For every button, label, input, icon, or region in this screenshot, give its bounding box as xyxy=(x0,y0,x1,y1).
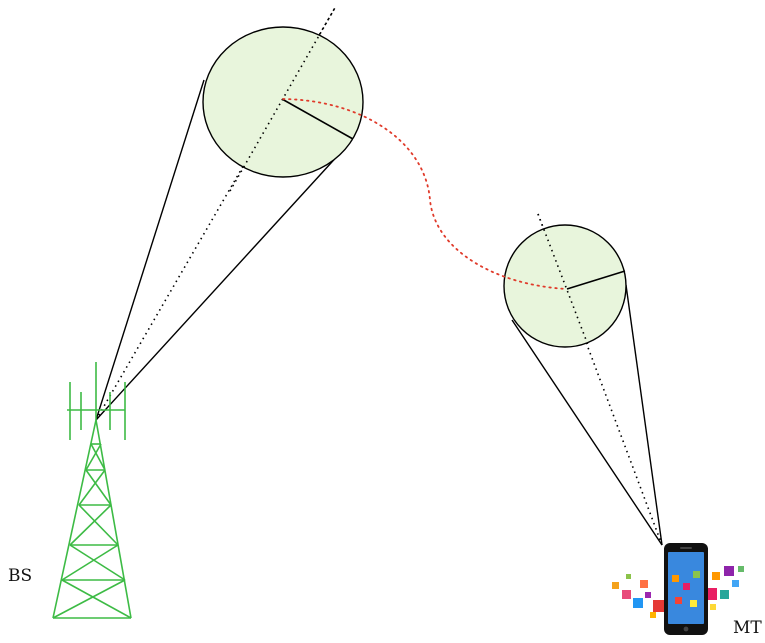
smartphone-icon xyxy=(612,543,744,635)
mt-beam-edge-right xyxy=(625,284,663,546)
bs-beam-disk xyxy=(202,26,364,178)
mt-axis-over-disk xyxy=(537,213,589,346)
mt-beam-disk xyxy=(503,224,627,348)
bs-beam-edge-left xyxy=(95,79,205,421)
mt-beam-edge-left xyxy=(511,319,663,546)
bs-label: BS xyxy=(8,566,32,586)
mt-beam xyxy=(503,213,663,546)
mt-beam-axis xyxy=(537,213,663,546)
bs-beam-radius xyxy=(281,98,354,140)
beam-path-curve xyxy=(282,98,568,290)
bs-beam xyxy=(95,5,364,421)
mt-beam-radius xyxy=(566,270,626,290)
bs-beam-edge-right xyxy=(95,139,353,421)
mt-label: MT xyxy=(733,618,762,638)
cell-tower-icon xyxy=(52,362,132,619)
